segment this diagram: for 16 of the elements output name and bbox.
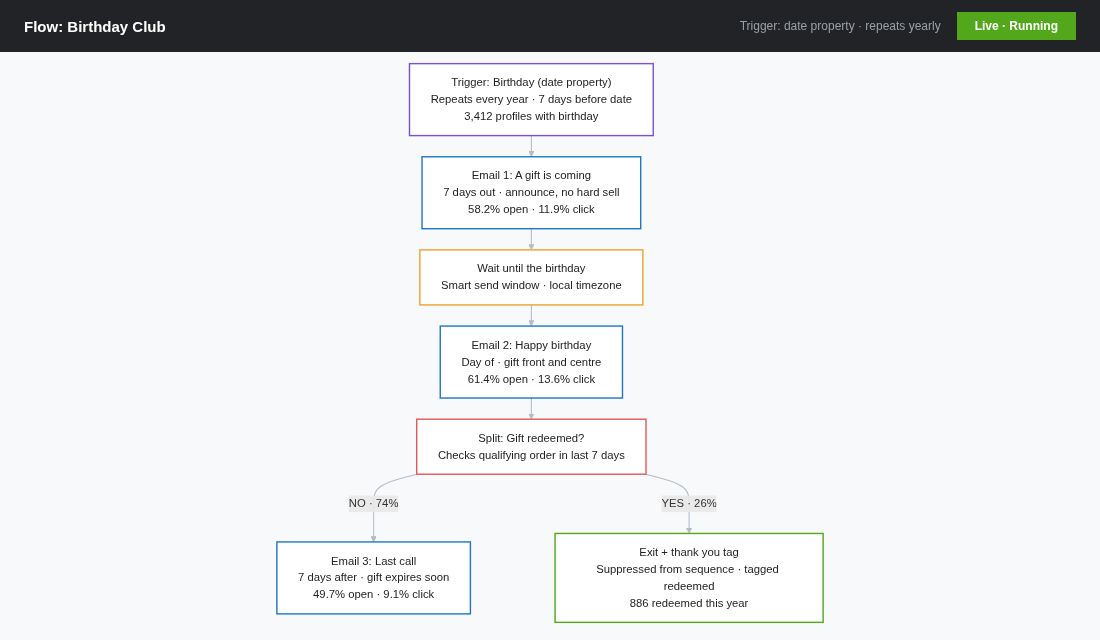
node-box: Trigger: Birthday (date property) Repeats every year · 7 days before date 3,412 profiles with birthday [408,62,654,137]
node-box: Email 1: A gift is coming 7 days out · announce, no hard sell 58.2% open · 11.9% click [421,156,642,230]
arrow [528,304,535,327]
page-title: Flow: Birthday Club [24,17,166,35]
node-box: Split: Gift redeemed? Checks qualifying order in last 7 days [416,418,647,475]
edge-label: YES · 26% [661,497,717,510]
status-badge: Live · Running [956,12,1076,40]
node-box: Email 2: Happy birthday Day of · gift front and centre 61.4% open · 13.6% click [439,325,624,399]
arrow [528,397,535,420]
arrow [528,135,535,158]
arrow [528,228,535,251]
trigger-summary: Trigger: date property · repeats yearly [739,19,941,33]
edge-label: NO · 74% [348,497,399,510]
node-box: Email 3: Last call 7 days after · gift expires soon 49.7% open · 9.1% click [276,541,472,615]
node-box: Exit + thank you tag Suppressed from sequence · tagged redeemed 886 redeemed this year [554,532,824,624]
node-box: Wait until the birthday Smart send window · local timezone [419,249,644,306]
